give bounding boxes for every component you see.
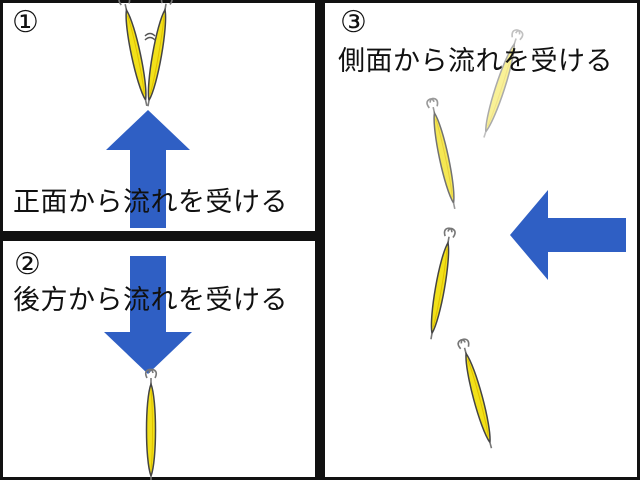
panel-1-lure-pair [117, 0, 174, 108]
panel-1-caption: 正面から流れを受ける [13, 187, 288, 218]
panel-1-number: ① [12, 5, 39, 40]
panel-1-up-arrow [106, 110, 190, 228]
panel-3-left-arrow [510, 190, 626, 280]
panel-3-number: ③ [340, 5, 367, 40]
panel-2-number: ② [14, 247, 41, 282]
panel-3-caption: 側面から流れを受ける [338, 46, 613, 77]
panel-2-down-arrow [104, 256, 192, 374]
panel-2-caption: 後方から流れを受ける [13, 285, 288, 316]
panel-3-lures [424, 27, 525, 451]
panel-2-lure [144, 368, 158, 480]
